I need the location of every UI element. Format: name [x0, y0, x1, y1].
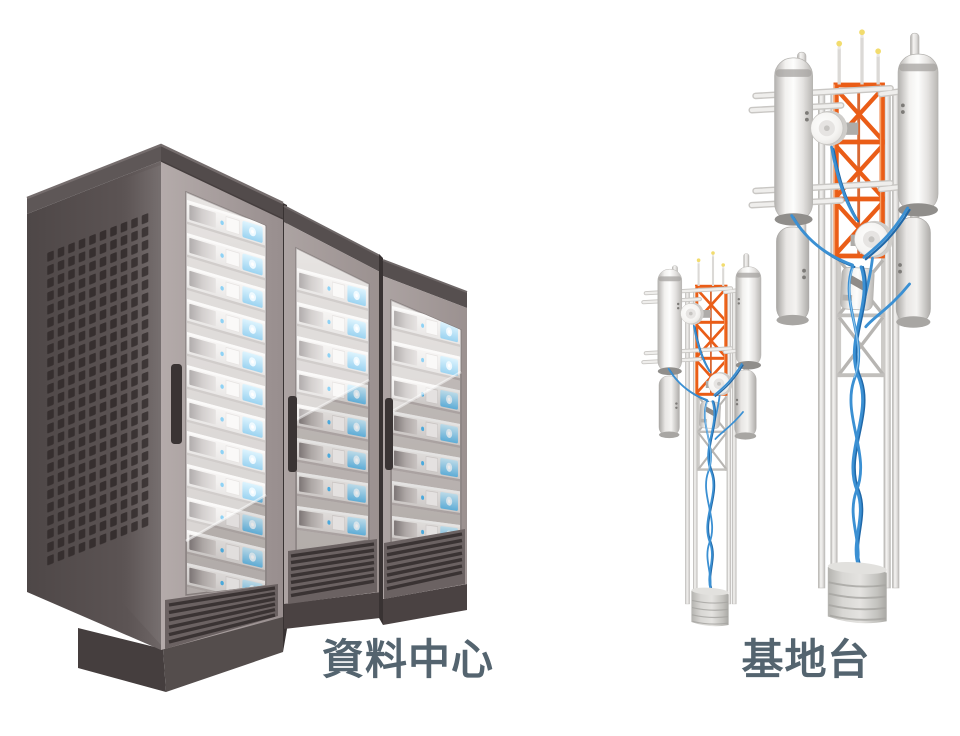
- glass-reflection: [391, 300, 461, 412]
- server-racks-illustration: [26, 143, 468, 692]
- rack-plinth: [78, 628, 166, 692]
- vent-slat: [168, 607, 276, 637]
- vent-slats: [290, 542, 375, 598]
- vent-slat: [168, 602, 276, 629]
- cell-tower-large: [752, 29, 938, 623]
- vent-slats: [386, 532, 463, 591]
- vent-panel: [288, 539, 377, 604]
- vent-slat: [168, 591, 276, 615]
- vent-slat: [168, 597, 276, 622]
- cell-towers-illustration: [520, 0, 960, 736]
- vent-slat: [290, 579, 375, 598]
- server-rack-middle: [283, 205, 381, 629]
- vent-slat: [386, 564, 463, 584]
- vent-slat: [386, 557, 463, 577]
- door-handle: [385, 398, 393, 470]
- vent-slat: [386, 532, 463, 550]
- vent-slat: [290, 567, 375, 585]
- door-handle: [171, 364, 182, 444]
- rack-top-cap: [27, 145, 161, 214]
- vent-slat: [290, 560, 375, 578]
- vent-slat: [290, 554, 375, 571]
- vent-slat: [290, 542, 375, 558]
- vent-slat: [386, 551, 463, 571]
- rack-top-cap: [383, 260, 467, 308]
- base-station-label: 基地台: [741, 635, 871, 684]
- glass-reflection: [296, 248, 369, 420]
- vent-slat: [386, 570, 463, 591]
- vent-slat: [290, 548, 375, 565]
- glass-reflection: [186, 192, 266, 541]
- vent-slat: [168, 586, 276, 607]
- rack-plinth: [383, 584, 467, 625]
- vent-slat: [168, 613, 276, 644]
- vent-slat: [290, 573, 375, 591]
- vent-slats: [168, 586, 276, 644]
- server-rack-left: [26, 143, 284, 692]
- vent-slat: [386, 538, 463, 557]
- rack-top-cap: [284, 206, 380, 272]
- cell-tower-small: [643, 251, 761, 626]
- vent-slat: [386, 545, 463, 564]
- door-handle: [288, 396, 297, 472]
- server-rack-right: [382, 259, 468, 625]
- data-center-label: 資料中心: [321, 635, 494, 684]
